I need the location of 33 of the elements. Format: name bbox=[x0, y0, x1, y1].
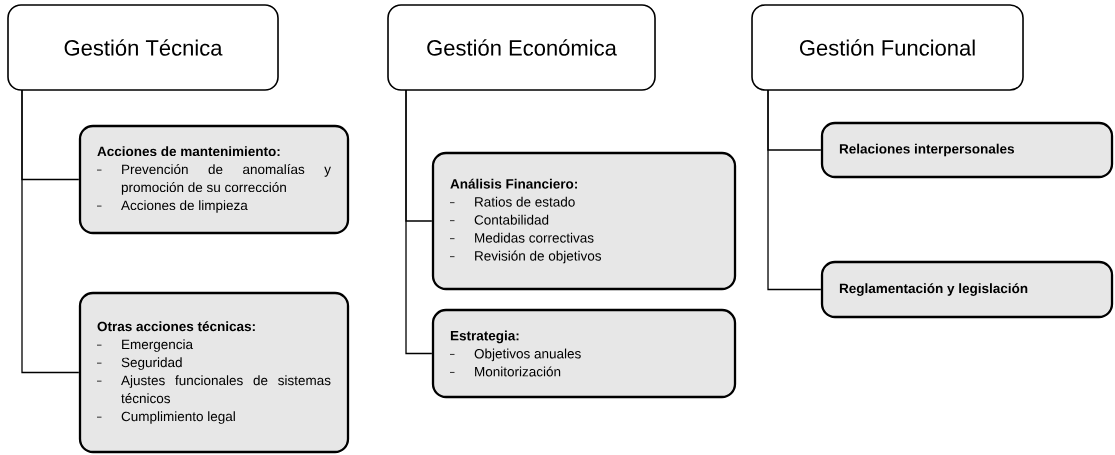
item-box bbox=[431, 308, 737, 399]
list-item: Seguridad bbox=[96, 357, 182, 370]
box-heading: Relaciones interpersonales bbox=[839, 143, 1014, 157]
box-heading: Análisis Financiero: bbox=[450, 178, 577, 189]
category-box bbox=[7, 4, 279, 91]
box-heading: Reglamentación y legislación bbox=[839, 283, 1028, 296]
box-title: Gestión Técnica bbox=[64, 39, 223, 56]
box-title: Gestión Económica bbox=[427, 39, 617, 56]
connector-line bbox=[767, 89, 822, 291]
item-box bbox=[820, 260, 1114, 319]
list-item: Objetivos anuales bbox=[449, 348, 581, 362]
box-heading: Estrategia: bbox=[450, 330, 519, 344]
item-box bbox=[78, 124, 350, 235]
list-item: Acciones de limpieza bbox=[96, 200, 248, 213]
box-title: Gestión Funcional bbox=[799, 39, 975, 56]
list-item: Prevención de anomalías y promoción de su corrección bbox=[96, 164, 331, 195]
connector-line bbox=[405, 89, 433, 355]
category-box bbox=[751, 4, 1024, 91]
item-box bbox=[820, 121, 1114, 179]
list-item: Ajustes funcionales de sistemas técnicos bbox=[96, 375, 331, 404]
list-item: Revisión de objetivos bbox=[449, 250, 602, 264]
box-heading: Otras acciones técnicas: bbox=[97, 321, 255, 332]
list-item: Medidas correctivas bbox=[449, 232, 594, 243]
item-box bbox=[78, 291, 350, 454]
box-heading: Acciones de mantenimiento: bbox=[97, 146, 280, 157]
connector-line bbox=[21, 89, 80, 374]
item-box bbox=[431, 151, 737, 291]
list-item: Cumplimiento legal bbox=[96, 411, 235, 424]
category-box bbox=[387, 4, 656, 91]
list-item: Contabilidad bbox=[449, 214, 549, 225]
list-item: Monitorización bbox=[449, 366, 561, 377]
list-item: Emergencia bbox=[96, 339, 194, 352]
list-item: Ratios de estado bbox=[449, 196, 575, 207]
